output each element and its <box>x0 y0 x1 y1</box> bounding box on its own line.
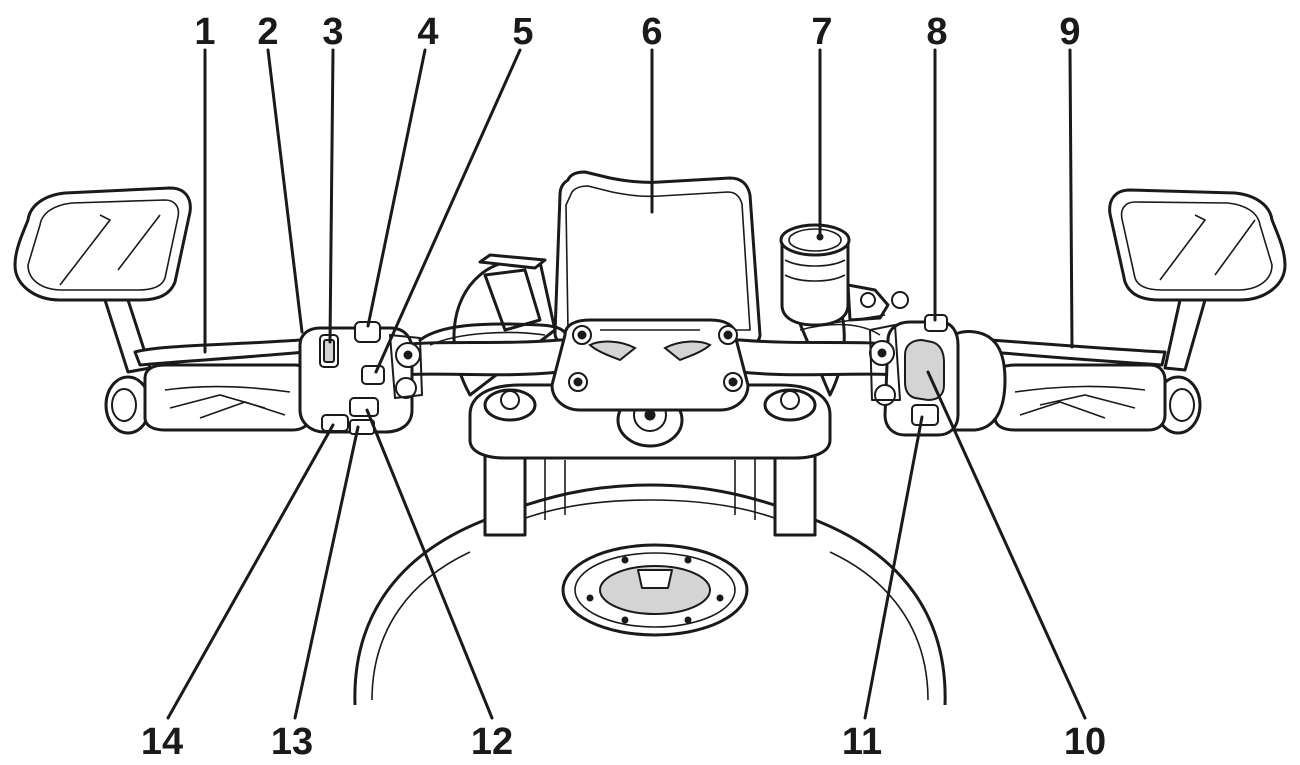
callout-3: 3 <box>322 11 343 53</box>
callout-5: 5 <box>512 11 533 53</box>
callout-11: 11 <box>842 721 882 763</box>
left-mirror <box>13 186 192 374</box>
leader-line-2 <box>266 48 304 334</box>
callout-12: 12 <box>471 721 513 763</box>
callout-13: 13 <box>271 721 313 763</box>
callout-4: 4 <box>417 11 438 53</box>
leader-line-11 <box>863 415 924 720</box>
leader-line-14 <box>166 423 335 720</box>
brake-fluid-reservoir <box>779 223 890 327</box>
leader-line-4 <box>366 48 427 328</box>
callout-1: 1 <box>194 11 215 53</box>
callout-9: 9 <box>1059 11 1080 53</box>
callout-14: 14 <box>141 721 183 763</box>
right-mirror <box>1108 188 1287 372</box>
leader-line-5 <box>374 48 522 374</box>
instrument-panel <box>553 170 762 347</box>
leader-line-9 <box>1068 48 1074 349</box>
right-grip-assembly <box>869 291 1202 437</box>
callout-10: 10 <box>1064 721 1106 763</box>
callout-7: 7 <box>811 11 832 53</box>
callout-numbers: 1 2 3 4 5 6 7 8 9 10 11 12 13 14 <box>141 11 1106 763</box>
leader-line-13 <box>293 425 360 720</box>
callout-2: 2 <box>257 11 278 53</box>
leader-line-12 <box>365 408 494 720</box>
fuel-cap <box>561 543 749 637</box>
leader-line-3 <box>328 48 335 344</box>
callout-8: 8 <box>926 11 947 53</box>
callout-6: 6 <box>641 11 662 53</box>
left-grip-assembly <box>104 321 423 435</box>
leader-line-10 <box>926 370 1087 720</box>
leader-lines <box>166 48 1087 720</box>
upper-handlebar-clamp <box>550 318 750 412</box>
